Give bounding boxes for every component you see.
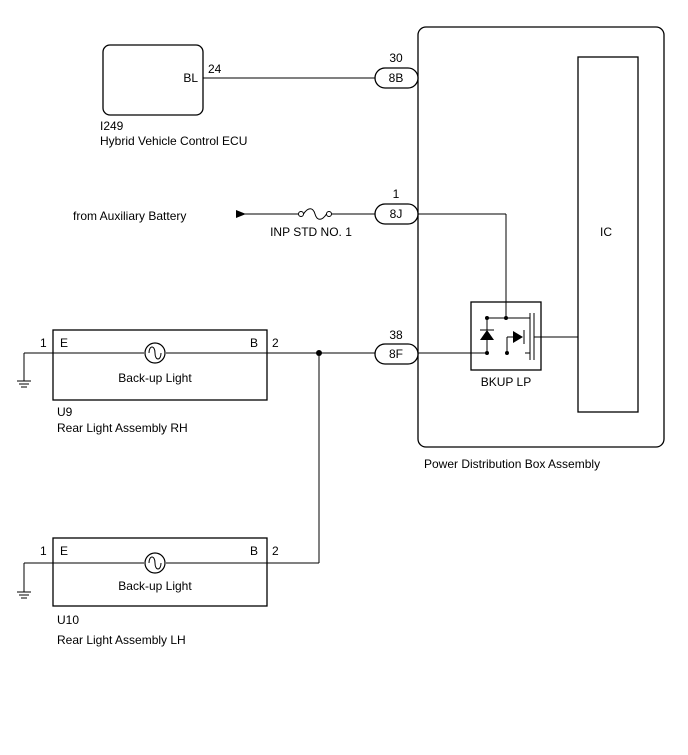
fuse-icon [303, 208, 327, 220]
ground-rh-icon [17, 352, 53, 388]
connector-8f-shape [374, 343, 419, 365]
rear-light-lh-pin-right: 2 [272, 544, 279, 558]
ic-block [577, 56, 639, 413]
connector-8j-pin: 1 [393, 187, 400, 201]
connector-8b-pin: 30 [389, 51, 403, 65]
fuse-terminal-right-icon [326, 211, 332, 217]
arrow-right-icon [236, 210, 246, 218]
bkup-lp-label: BKUP LP [481, 375, 531, 389]
ecu-box [102, 44, 204, 116]
rear-light-lh-terminal-e: E [60, 544, 68, 558]
battery-feed: from Auxiliary Battery INP STD NO. 1 [73, 208, 506, 239]
rear-light-rh-terminal-b: B [250, 336, 258, 350]
ecu-component: BL 24 I249 Hybrid Vehicle Control ECU [100, 44, 247, 148]
ground-lh-icon [17, 562, 53, 599]
connector-8f-pin: 38 [389, 328, 403, 342]
ic-label: IC [600, 225, 612, 239]
ecu-pin: 24 [208, 62, 222, 76]
rear-light-rh-pin-left: 1 [40, 336, 47, 350]
ecu-id: I249 [100, 119, 124, 133]
fuse-terminal-left-icon [298, 211, 304, 217]
ecu-terminal-label: BL [183, 71, 198, 85]
connector-8b-code: 8B [389, 71, 404, 85]
rear-light-rh-name: Rear Light Assembly RH [57, 421, 188, 435]
fuse-label: INP STD NO. 1 [270, 225, 352, 239]
connector-8j-code: 8J [390, 207, 403, 221]
rear-light-rh: E B 1 2 Back-up Light U9 Rear Light Asse… [40, 329, 279, 435]
connector-8b-shape [374, 67, 419, 89]
connector-8j: 1 8J [374, 187, 419, 225]
diode-right-icon [513, 331, 523, 343]
rear-light-lh-name: Rear Light Assembly LH [57, 633, 186, 647]
battery-label: from Auxiliary Battery [73, 209, 186, 223]
rear-light-rh-bulb-label: Back-up Light [118, 371, 192, 385]
rear-light-rh-terminal-e: E [60, 336, 68, 350]
rear-light-rh-id: U9 [57, 405, 73, 419]
rear-light-rh-box [52, 329, 268, 401]
rear-light-rh-pin-right: 2 [272, 336, 279, 350]
connector-8b: 30 8B [374, 51, 419, 89]
ecu-name: Hybrid Vehicle Control ECU [100, 134, 247, 148]
rear-light-lh-pin-left: 1 [40, 544, 47, 558]
rear-light-lh-terminal-b: B [250, 544, 258, 558]
diode-left-icon [480, 330, 494, 340]
pdb-name: Power Distribution Box Assembly [424, 457, 600, 471]
rear-light-lh-id: U10 [57, 613, 79, 627]
rear-light-lh: E B 1 2 Back-up Light U10 Rear Light Ass… [40, 537, 279, 647]
connector-8f-code: 8F [389, 347, 403, 361]
pdb-component: IC Power Distribution Box Assembly BKUP … [417, 26, 665, 471]
rear-light-lh-bulb-label: Back-up Light [118, 579, 192, 593]
relay-internal-circuit [480, 214, 578, 360]
connector-8f: 38 8F [374, 328, 419, 365]
